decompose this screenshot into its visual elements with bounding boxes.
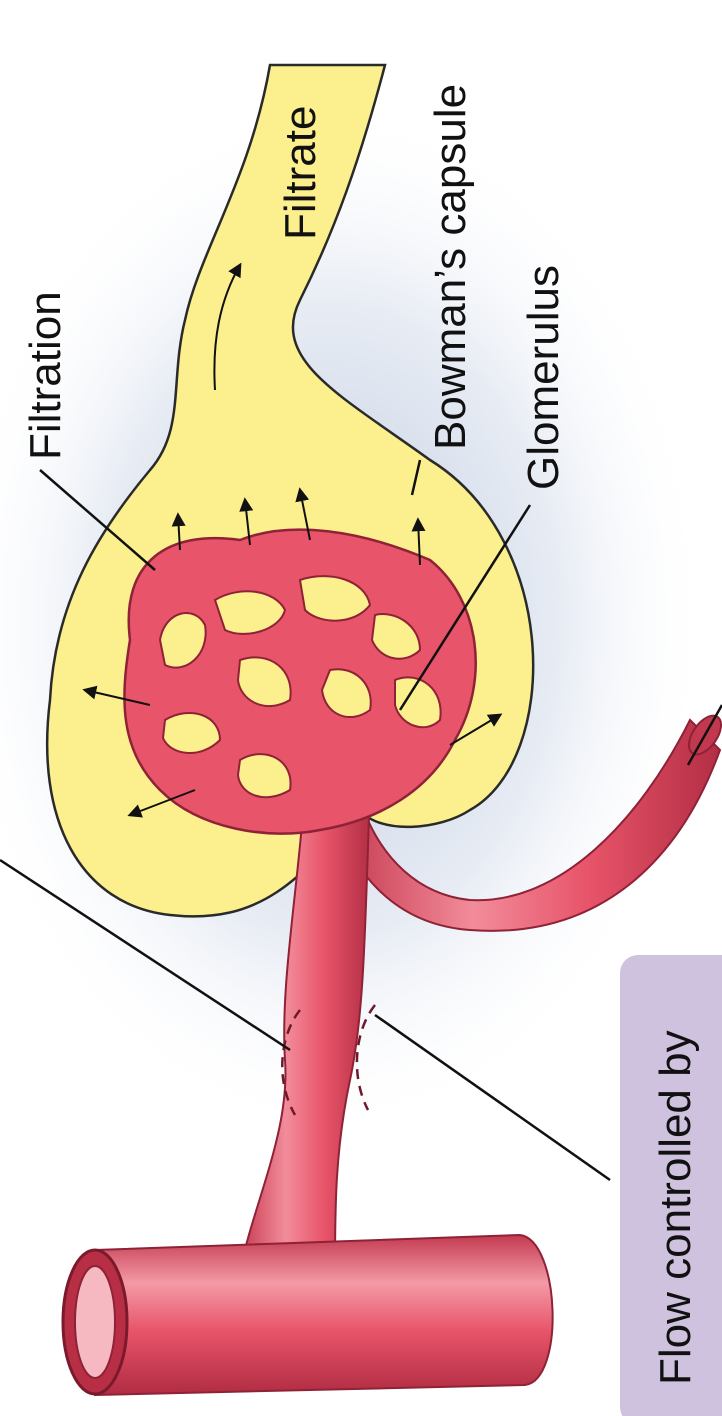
label-glomerulus: Glomerulus [519, 265, 568, 490]
label-flow-controlled-by: Flow controlled by [651, 1030, 700, 1385]
label-bowmans-capsule: Bowman’s capsule [426, 84, 475, 450]
artery-lumen [75, 1266, 115, 1378]
label-filtration: Filtration [21, 291, 70, 460]
label-filtrate: Filtrate [276, 106, 325, 240]
renal-artery-segment [95, 1235, 553, 1395]
